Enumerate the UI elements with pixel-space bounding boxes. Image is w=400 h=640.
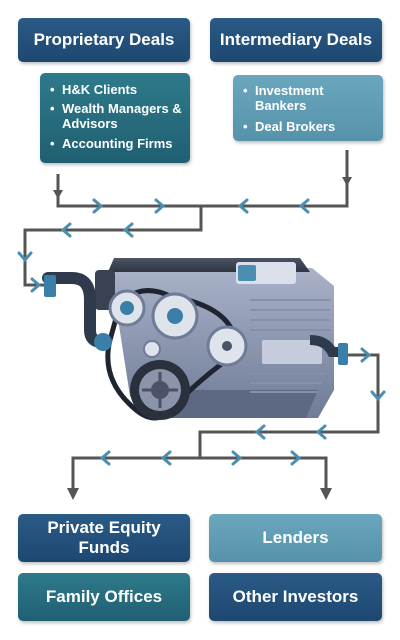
lenders-label: Lenders [262, 528, 329, 547]
intermediary-deals-header: Intermediary Deals [210, 18, 382, 62]
other-investors-box: Other Investors [209, 573, 382, 621]
list-item: H&K Clients [50, 82, 184, 97]
input-lines [23, 150, 352, 287]
proprietary-deals-header: Proprietary Deals [18, 18, 190, 62]
list-item: Wealth Managers & Advisors [50, 101, 184, 131]
proprietary-deals-title: Proprietary Deals [33, 30, 175, 49]
family-offices-box: Family Offices [18, 573, 190, 621]
other-investors-label: Other Investors [232, 587, 359, 606]
list-item: Accounting Firms [50, 136, 184, 151]
list-item: Deal Brokers [243, 119, 377, 134]
intermediary-deals-title: Intermediary Deals [219, 30, 373, 49]
proprietary-deals-list: H&K Clients Wealth Managers & Advisors A… [40, 73, 190, 163]
private-equity-funds-label: Private Equity Funds [47, 518, 161, 557]
flow-chevrons [17, 198, 310, 293]
private-equity-funds-box: Private Equity Funds [18, 514, 190, 562]
family-offices-label: Family Offices [45, 587, 163, 606]
list-item: Investment Bankers [243, 83, 377, 113]
output-chevrons [99, 347, 386, 466]
intermediary-deals-list: Investment Bankers Deal Brokers [233, 75, 383, 141]
engine-icon [42, 258, 348, 421]
lenders-box: Lenders [209, 514, 382, 562]
